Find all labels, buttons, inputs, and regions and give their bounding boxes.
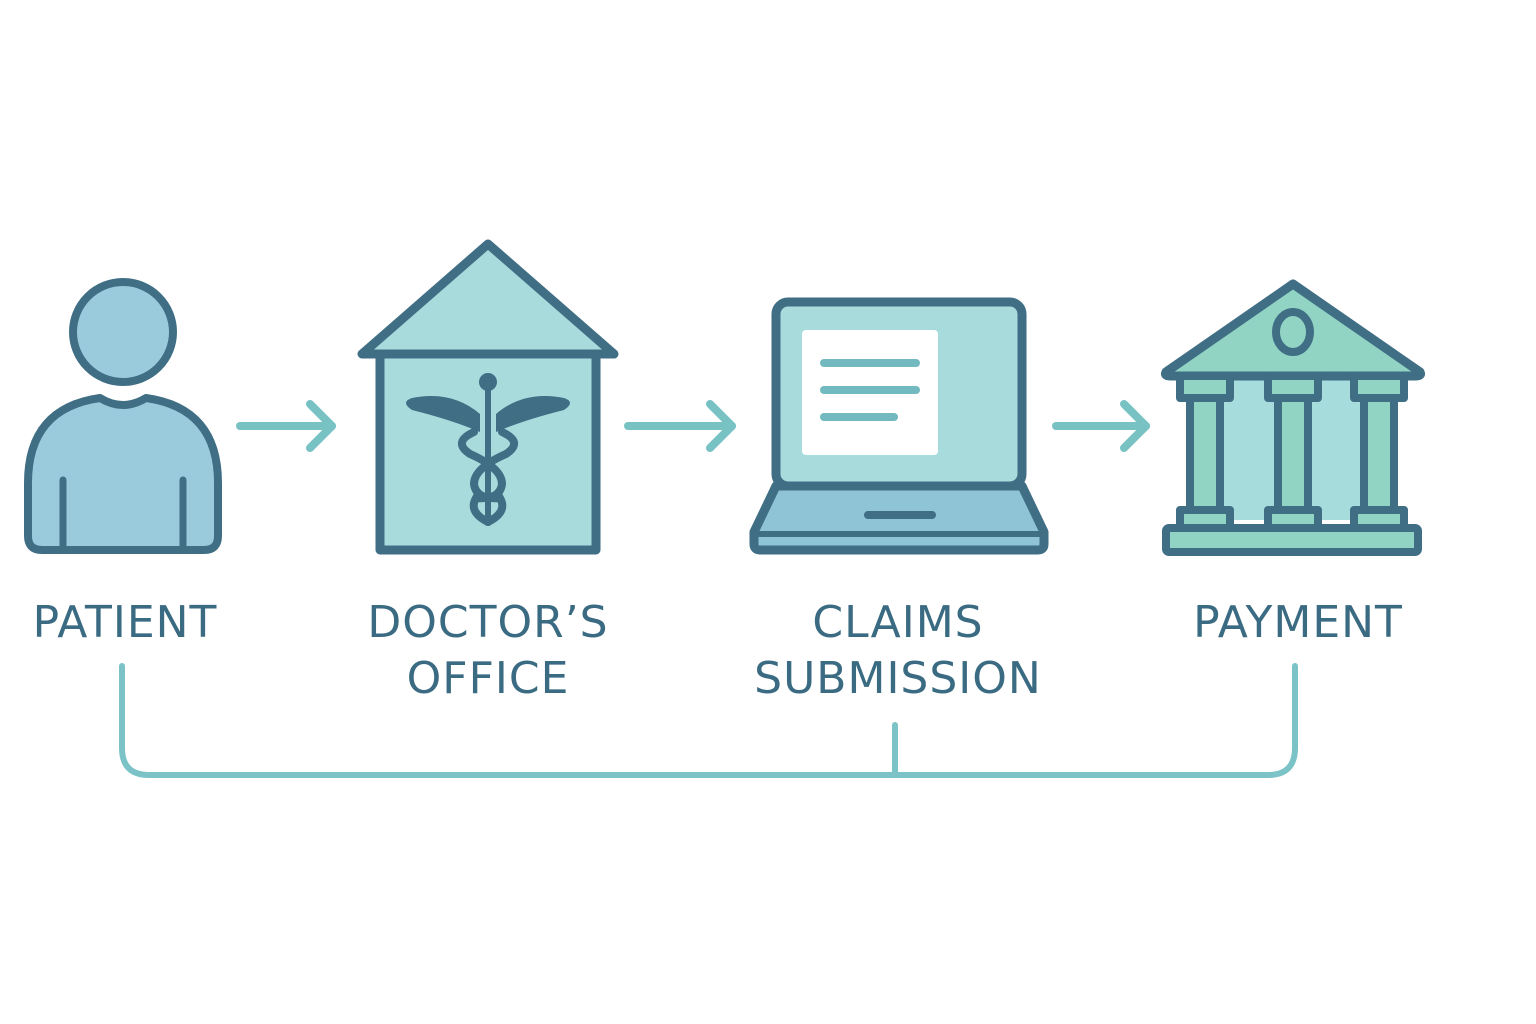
label-line: OFFICE (406, 653, 570, 704)
step-label-doctors-office: DOCTOR’S OFFICE (340, 595, 636, 707)
step-label-payment: PAYMENT (1160, 595, 1436, 651)
arrow-right-icon (1052, 400, 1150, 452)
step-label-patient: PATIENT (10, 595, 240, 651)
label-line: PAYMENT (1193, 597, 1403, 648)
arrow-right-icon (624, 400, 736, 452)
label-line: CLAIMS (812, 597, 984, 648)
step-label-claims-submission: CLAIMS SUBMISSION (730, 595, 1066, 707)
label-line: DOCTOR’S (367, 597, 609, 648)
medical-office-icon (357, 239, 619, 555)
laptop-document-icon (749, 297, 1049, 555)
caduceus-icon (406, 373, 570, 526)
bank-icon (1161, 279, 1425, 556)
label-line: SUBMISSION (754, 653, 1042, 704)
arrow-right-icon (236, 400, 336, 452)
label-line: PATIENT (32, 597, 218, 648)
person-icon (24, 278, 222, 554)
